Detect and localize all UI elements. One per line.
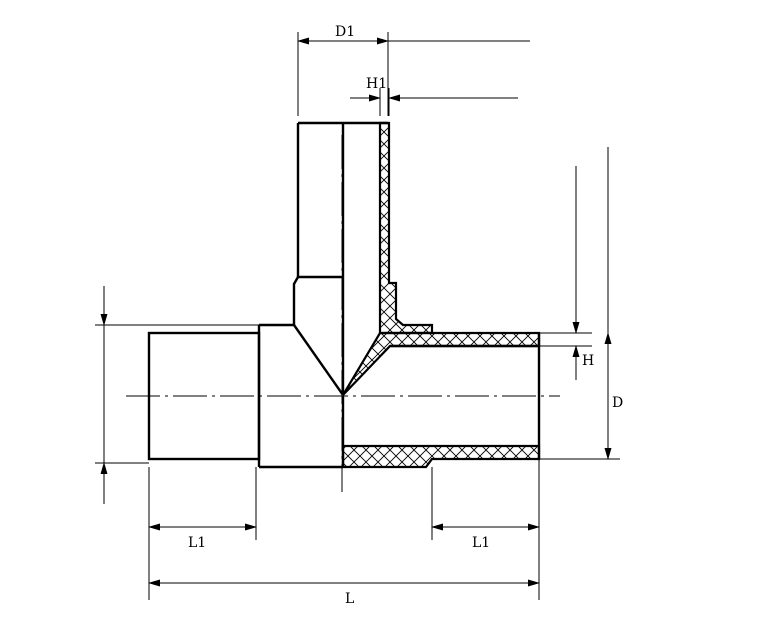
dimension-l1-left xyxy=(148,467,257,600)
run-lower-wall-hatch xyxy=(341,444,541,469)
dimension-label-l1-right: L1 xyxy=(472,535,490,551)
run-upper-wall-hatch xyxy=(342,331,541,396)
dimension-l1-right xyxy=(431,459,540,600)
dimension-h1 xyxy=(350,88,518,116)
dimension-d1 xyxy=(297,32,530,116)
branch-wall-hatch xyxy=(378,121,434,335)
dimension-label-d1: D1 xyxy=(335,24,355,40)
branch-outline xyxy=(292,121,388,395)
dimension-label-l1-left: L1 xyxy=(188,535,206,551)
dimension-left-diameter xyxy=(95,286,259,504)
dimension-label-h: H xyxy=(582,353,594,369)
left-run-outline xyxy=(147,323,345,469)
dimension-h xyxy=(539,166,592,380)
dimension-label-h1: H1 xyxy=(366,76,387,92)
dimension-label-d: D xyxy=(612,395,623,411)
right-run-outline xyxy=(390,333,541,459)
dimension-d xyxy=(539,147,620,460)
dimension-label-l: L xyxy=(345,591,354,607)
